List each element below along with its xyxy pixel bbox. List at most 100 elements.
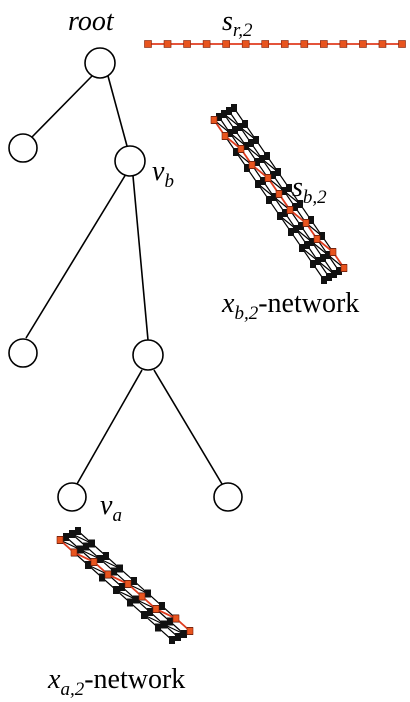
network-node	[89, 539, 95, 548]
v-b-label: vb	[152, 156, 174, 192]
network-node	[99, 573, 105, 582]
network-node	[161, 620, 167, 629]
network-node	[63, 533, 69, 541]
edge-mid-right	[153, 369, 223, 485]
network-red-node	[152, 605, 160, 613]
chain-node	[320, 40, 328, 48]
chain-node	[339, 40, 348, 48]
network-wire	[163, 623, 185, 635]
s-r2-chain	[144, 40, 406, 48]
network-node	[133, 595, 139, 604]
s-r2-label-main: s	[222, 6, 233, 37]
network-node	[83, 542, 89, 551]
network-node	[320, 254, 326, 262]
network-node	[243, 142, 249, 150]
network-red-node	[186, 627, 194, 635]
network-node	[175, 633, 181, 641]
network-node	[297, 200, 303, 208]
tree-node-right	[213, 482, 243, 512]
network-node	[242, 120, 248, 128]
network-node	[304, 241, 310, 249]
root-label: root	[68, 6, 115, 37]
edge-vb-left	[25, 173, 127, 339]
network-red-node	[70, 548, 78, 557]
xa2-label-sub: a,2	[60, 679, 84, 700]
network-node	[237, 123, 243, 131]
network-node	[298, 222, 304, 230]
tree-node-vb	[114, 145, 146, 177]
v-a-label: va	[100, 490, 122, 526]
xa2-label-main: x	[47, 664, 61, 695]
chain-node	[300, 40, 309, 48]
network-node	[315, 257, 321, 265]
v-b-label-main: v	[152, 156, 165, 187]
network-node	[309, 238, 315, 246]
network-node	[260, 177, 266, 185]
edge-root-vb	[107, 75, 128, 147]
network-node	[319, 232, 325, 240]
edge-vb-mid	[132, 175, 149, 341]
edge-root-left	[31, 75, 93, 138]
network-node	[282, 209, 288, 217]
network-node	[275, 168, 281, 176]
network-node	[277, 212, 283, 220]
network-red-node	[56, 536, 64, 544]
network-node	[266, 196, 272, 204]
network-node	[293, 225, 299, 233]
v-b-label-sub: b	[164, 171, 174, 192]
network-red-node	[313, 235, 321, 243]
network-red-node	[264, 174, 272, 182]
network-node	[253, 136, 259, 144]
network-node	[97, 555, 103, 563]
network-red-node	[275, 190, 283, 198]
chain-node	[222, 40, 230, 48]
network-node	[286, 184, 292, 192]
network-node	[85, 561, 91, 569]
s-b2-label-main: s	[292, 172, 303, 203]
network-node	[103, 552, 109, 560]
network-red-node	[221, 132, 229, 140]
tree-nodes	[8, 47, 243, 512]
network-wire	[59, 539, 81, 551]
xb2-network	[210, 104, 348, 284]
network-node	[233, 148, 239, 156]
network-node	[131, 577, 137, 585]
network-node	[292, 203, 298, 211]
network-node	[281, 187, 287, 195]
network-red-node	[210, 116, 218, 124]
network-wire	[115, 589, 137, 601]
chain-node	[202, 40, 211, 48]
network-node	[248, 139, 254, 147]
s-b2-label: sb,2	[292, 172, 327, 208]
v-a-label-sub: a	[112, 505, 122, 526]
network-node	[216, 113, 222, 121]
network-node	[117, 564, 123, 573]
network-node	[326, 273, 332, 281]
network-node	[255, 180, 261, 188]
tree-node-root	[84, 47, 116, 79]
network-node	[155, 623, 161, 632]
network-node	[119, 583, 125, 591]
network-node	[244, 164, 250, 172]
chain-node	[280, 40, 289, 48]
network-wire	[99, 558, 121, 570]
chain-node	[163, 40, 172, 48]
network-node	[113, 586, 119, 594]
network-node	[167, 617, 173, 626]
network-red-node	[302, 219, 310, 227]
network-node	[254, 158, 260, 166]
chain-node	[183, 40, 191, 48]
network-wire	[79, 548, 101, 560]
chain-node	[359, 40, 367, 48]
xb2-label-main: x	[221, 288, 235, 319]
edge-mid-va	[76, 369, 143, 485]
network-wire	[143, 614, 165, 626]
network-node	[226, 107, 232, 115]
network-wire	[87, 564, 109, 576]
network-node	[75, 527, 81, 535]
network-red-node	[237, 145, 245, 153]
network-node	[159, 602, 165, 610]
network-node	[145, 589, 151, 598]
network-node	[259, 155, 265, 163]
